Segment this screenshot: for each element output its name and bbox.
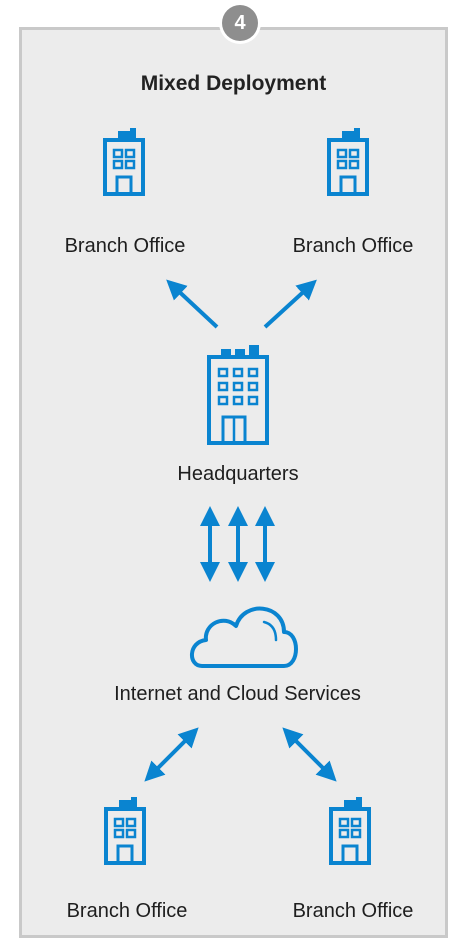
diagram-panel — [19, 27, 448, 938]
branch-office-top-left-label: Branch Office — [64, 235, 186, 257]
branch-office-bottom-left-label: Branch Office — [66, 900, 188, 922]
arrow-cloud-branch-bottom-left — [144, 727, 199, 782]
cloud-services-label: Internet and Cloud Services — [114, 683, 361, 705]
headquarters-label: Headquarters — [177, 463, 299, 485]
branch-office-top-right-icon — [327, 126, 369, 196]
branch-office-bottom-right-icon — [329, 795, 371, 865]
arrow-cloud-branch-bottom-right — [282, 727, 337, 782]
headquarters-icon — [207, 343, 269, 445]
step-number-badge: 4 — [222, 5, 258, 41]
arrow-hq-to-branch-top-left — [166, 279, 219, 329]
diagram-title: Mixed Deployment — [140, 72, 327, 95]
arrow-hq-to-branch-top-right — [263, 279, 317, 329]
branch-office-top-left-icon — [103, 126, 145, 196]
branch-office-bottom-left-icon — [104, 795, 146, 865]
branch-office-bottom-right-label: Branch Office — [292, 900, 414, 922]
cloud-icon — [190, 606, 298, 668]
branch-office-top-right-label: Branch Office — [292, 235, 414, 257]
